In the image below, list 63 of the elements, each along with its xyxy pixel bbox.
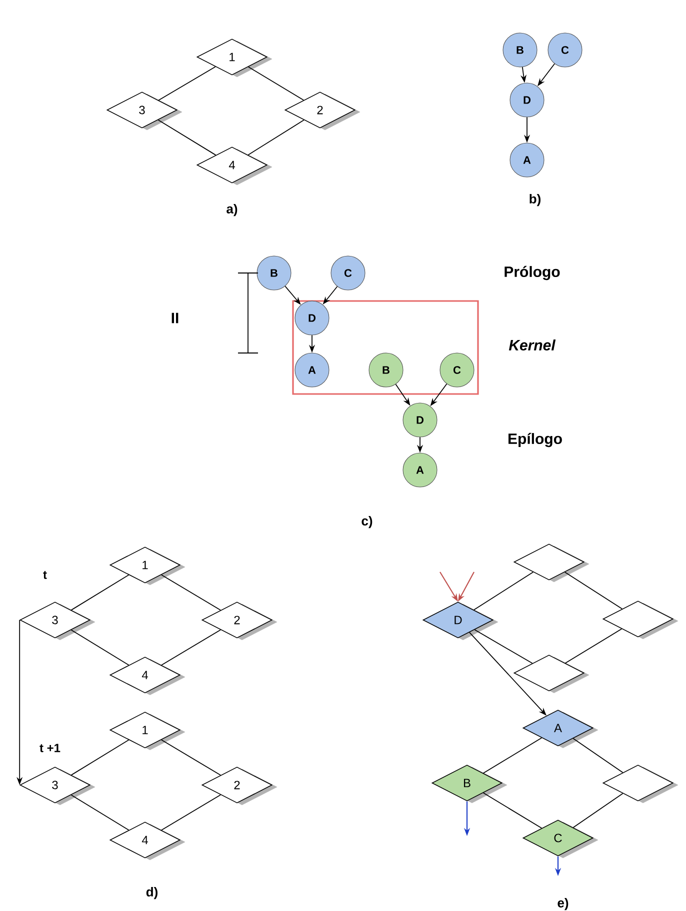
connector-line [248, 66, 304, 101]
diamond-node: 4 [196, 146, 272, 186]
circle-node: C [548, 32, 582, 68]
circle-node: D [294, 300, 330, 336]
diamond-node [513, 544, 590, 582]
phase-label: Epílogo [508, 432, 562, 448]
diamond-node: C [522, 820, 598, 858]
frame-label: Kernel [508, 340, 556, 350]
connector-line [158, 66, 216, 101]
connector-line [161, 574, 221, 611]
circle-node: D [510, 82, 544, 118]
connector-line [473, 572, 534, 610]
connector-line [474, 629, 533, 664]
connector-line [482, 792, 542, 829]
panel-caption: b) [530, 194, 540, 206]
circle-node: C [440, 352, 474, 388]
panel-caption: d) [146, 886, 158, 900]
circle-node: B [368, 352, 404, 388]
diamond-node: B [431, 764, 508, 804]
connector-line [70, 630, 130, 666]
connector-line [70, 794, 130, 831]
connector-line [248, 120, 304, 156]
diamond-node: 1 [109, 712, 186, 750]
connector-line [70, 574, 130, 611]
diamond-node: 1 [196, 38, 272, 78]
circle-node: A [402, 452, 438, 488]
connector-line [161, 629, 221, 666]
circle-node: D [402, 402, 438, 438]
diamond-node: D [422, 602, 498, 640]
diamond-node: 2 [284, 92, 360, 130]
circle-node: C [330, 256, 366, 290]
diamond-node [602, 600, 678, 640]
circle-node: B [256, 256, 292, 290]
connector-line [158, 120, 216, 156]
diamond-node: 2 [201, 602, 278, 640]
diamond-node: A [522, 710, 598, 748]
panel-caption: c) [362, 516, 372, 528]
circle-node: B [502, 32, 538, 68]
connector-line [564, 572, 623, 610]
connector-line [572, 738, 624, 773]
diamond-node: 3 [106, 92, 182, 130]
time-label: t +1 [40, 744, 60, 752]
connector-line [161, 739, 221, 776]
time-label: t [43, 571, 47, 579]
connector-line [482, 737, 542, 774]
panel-caption: e) [558, 898, 568, 910]
circle-node: A [294, 352, 330, 388]
diamond-node: 2 [201, 766, 278, 806]
connector-line [572, 793, 624, 828]
diamond-node [513, 654, 590, 694]
panel-caption: a) [226, 204, 238, 216]
circle-node: A [510, 142, 544, 178]
diamond-node: 1 [109, 546, 186, 586]
phase-label: Prólogo [504, 266, 560, 280]
diamond-node [602, 764, 678, 804]
connector-line [70, 740, 130, 776]
diamond-node: 3 [19, 766, 96, 806]
connector-line [564, 628, 622, 664]
diamond-node: 4 [109, 822, 186, 860]
connector-line [161, 794, 221, 831]
diamond-node: 4 [109, 656, 186, 696]
phase-label: II [172, 312, 178, 324]
diamond-node: 3 [19, 602, 96, 640]
